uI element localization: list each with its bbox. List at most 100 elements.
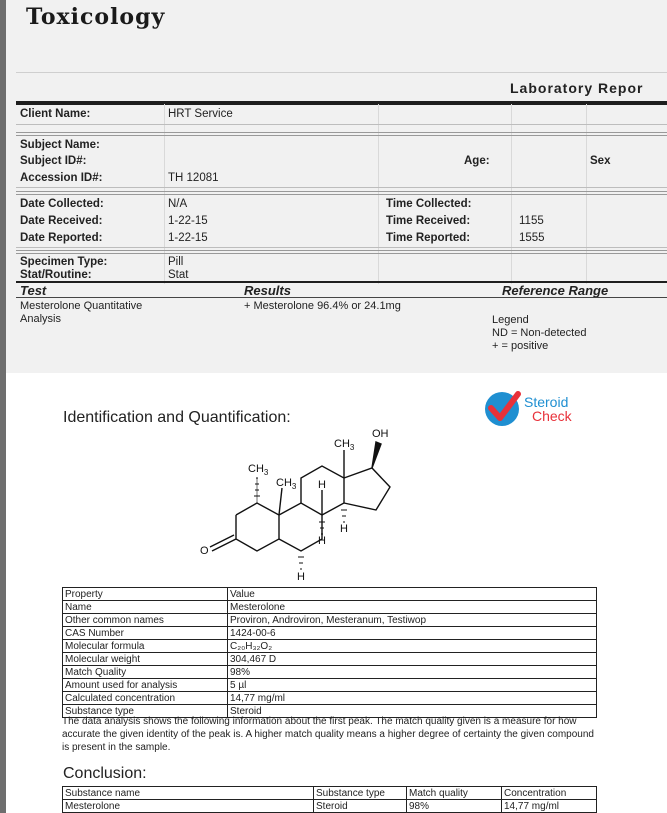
conclusion-table: Substance name Substance type Match qual… bbox=[62, 786, 597, 813]
time-collected-label: Time Collected: bbox=[386, 198, 472, 210]
hydrogen-label: H bbox=[297, 571, 305, 580]
methyl-label: CH bbox=[334, 438, 350, 450]
table-row: Substance name Substance type Match qual… bbox=[62, 786, 597, 800]
hydrogen-label: H bbox=[318, 479, 326, 491]
svg-text:CH3: CH3 bbox=[334, 438, 355, 452]
date-reported-label: Date Reported: bbox=[20, 232, 103, 244]
header-cell: Concentration bbox=[501, 786, 597, 800]
rule bbox=[16, 124, 667, 125]
steroid-check-logo: Steroid Check bbox=[485, 391, 573, 426]
client-value: HRT Service bbox=[168, 108, 233, 120]
value-header: Value bbox=[227, 587, 597, 601]
rule bbox=[16, 101, 667, 105]
left-edge-bar bbox=[0, 0, 6, 813]
value-cell: Mesterolone bbox=[227, 600, 597, 614]
value-cell: 98% bbox=[227, 665, 597, 679]
subject-name-row: Subject Name: bbox=[16, 137, 667, 154]
conclusion-title: Conclusion: bbox=[63, 765, 147, 782]
mesterolone-structure-diagram: CH3 CH3 CH3 OH H H H H O bbox=[200, 428, 391, 580]
report-title: Laboratory Repor bbox=[510, 80, 644, 96]
substance-name-cell: Mesterolone bbox=[62, 799, 314, 813]
rule bbox=[16, 247, 667, 248]
reference-range-column-header: Reference Range bbox=[502, 283, 609, 298]
rule bbox=[16, 132, 667, 136]
methyl-label: CH bbox=[248, 463, 264, 475]
sex-label: Sex bbox=[590, 155, 611, 167]
property-cell: Molecular weight bbox=[62, 652, 228, 666]
date-collected-label: Date Collected: bbox=[20, 198, 104, 210]
methyl-label: CH bbox=[276, 477, 292, 489]
divider bbox=[16, 72, 667, 73]
time-received-label: Time Received: bbox=[386, 215, 471, 227]
legend-positive: + = positive bbox=[492, 340, 549, 352]
results-column-header: Results bbox=[244, 283, 291, 298]
age-label: Age: bbox=[464, 155, 490, 167]
time-reported-label: Time Reported: bbox=[386, 232, 471, 244]
match-quality-cell: 98% bbox=[406, 799, 502, 813]
time-reported-value: 1555 bbox=[519, 232, 545, 244]
property-cell: Other common names bbox=[62, 613, 228, 627]
rule bbox=[16, 250, 667, 254]
rule bbox=[16, 281, 667, 283]
test-result: + Mesterolone 96.4% or 24.1mg bbox=[244, 300, 401, 312]
subject-id-row: Subject ID#: Age: Sex bbox=[16, 153, 667, 170]
client-label: Client Name: bbox=[20, 108, 91, 120]
stat-routine-row: Stat/Routine: Stat bbox=[16, 267, 667, 284]
identification-title: Identification and Quantification: bbox=[63, 409, 291, 426]
date-received-row: Date Received: 1-22-15 Time Received: 11… bbox=[16, 213, 667, 230]
hydrogen-label: H bbox=[340, 523, 348, 535]
accession-row: Accession ID#: TH 12081 bbox=[16, 170, 667, 187]
value-cell: 304,467 D bbox=[227, 652, 597, 666]
date-collected-value: N/A bbox=[168, 198, 188, 210]
rule bbox=[16, 187, 667, 188]
brand-top-text: Steroid bbox=[524, 394, 568, 410]
date-collected-row: Date Collected: N/A Time Collected: bbox=[16, 196, 667, 213]
date-received-value: 1-22-15 bbox=[168, 215, 208, 227]
rule bbox=[16, 297, 667, 298]
property-header: Property bbox=[62, 587, 228, 601]
test-column-header: Test bbox=[20, 283, 47, 298]
property-cell: Amount used for analysis bbox=[62, 678, 228, 692]
brand-bottom-text: Check bbox=[532, 408, 573, 424]
specimen-type-row: Specimen Type: Pill bbox=[16, 254, 667, 271]
legend: Legend ND = Non-detected + = positive bbox=[492, 314, 586, 353]
svg-text:CH3: CH3 bbox=[248, 463, 269, 477]
table-row: Mesterolone Steroid 98% 14,77 mg/ml bbox=[62, 799, 597, 813]
subject-id-label: Subject ID#: bbox=[20, 155, 87, 167]
property-cell: Molecular formula bbox=[62, 639, 228, 653]
date-reported-row: Date Reported: 1-22-15 Time Reported: 15… bbox=[16, 230, 667, 247]
stat-routine-label: Stat/Routine: bbox=[20, 269, 92, 281]
tests-header: Test Results Reference Range bbox=[16, 283, 667, 298]
test-name: Mesterolone Quantitative Analysis bbox=[20, 300, 143, 325]
specimen-type-value: Pill bbox=[168, 256, 184, 268]
svg-text:CH3: CH3 bbox=[276, 477, 297, 491]
value-cell: C₂₀H₃₂O₂ bbox=[227, 639, 597, 653]
accession-label: Accession ID#: bbox=[20, 172, 103, 184]
rule bbox=[16, 191, 667, 195]
concentration-cell: 14,77 mg/ml bbox=[501, 799, 597, 813]
oxygen-label: O bbox=[200, 545, 209, 557]
header-cell: Substance type bbox=[313, 786, 407, 800]
date-reported-value: 1-22-15 bbox=[168, 232, 208, 244]
property-cell: Name bbox=[62, 600, 228, 614]
specimen-type-label: Specimen Type: bbox=[20, 256, 108, 268]
date-received-label: Date Received: bbox=[20, 215, 103, 227]
property-cell: Calculated concentration bbox=[62, 691, 228, 705]
lab-report-header: Toxicology Laboratory Repor Client Name:… bbox=[6, 0, 667, 373]
value-cell: Steroid bbox=[227, 704, 597, 718]
header-cell: Substance name bbox=[62, 786, 314, 800]
analysis-note: The data analysis shows the following in… bbox=[62, 716, 594, 753]
accession-value: TH 12081 bbox=[168, 172, 219, 184]
hydrogen-label: H bbox=[318, 535, 326, 547]
toxicology-logo: Toxicology bbox=[26, 4, 166, 30]
check-mark-icon bbox=[488, 391, 521, 421]
